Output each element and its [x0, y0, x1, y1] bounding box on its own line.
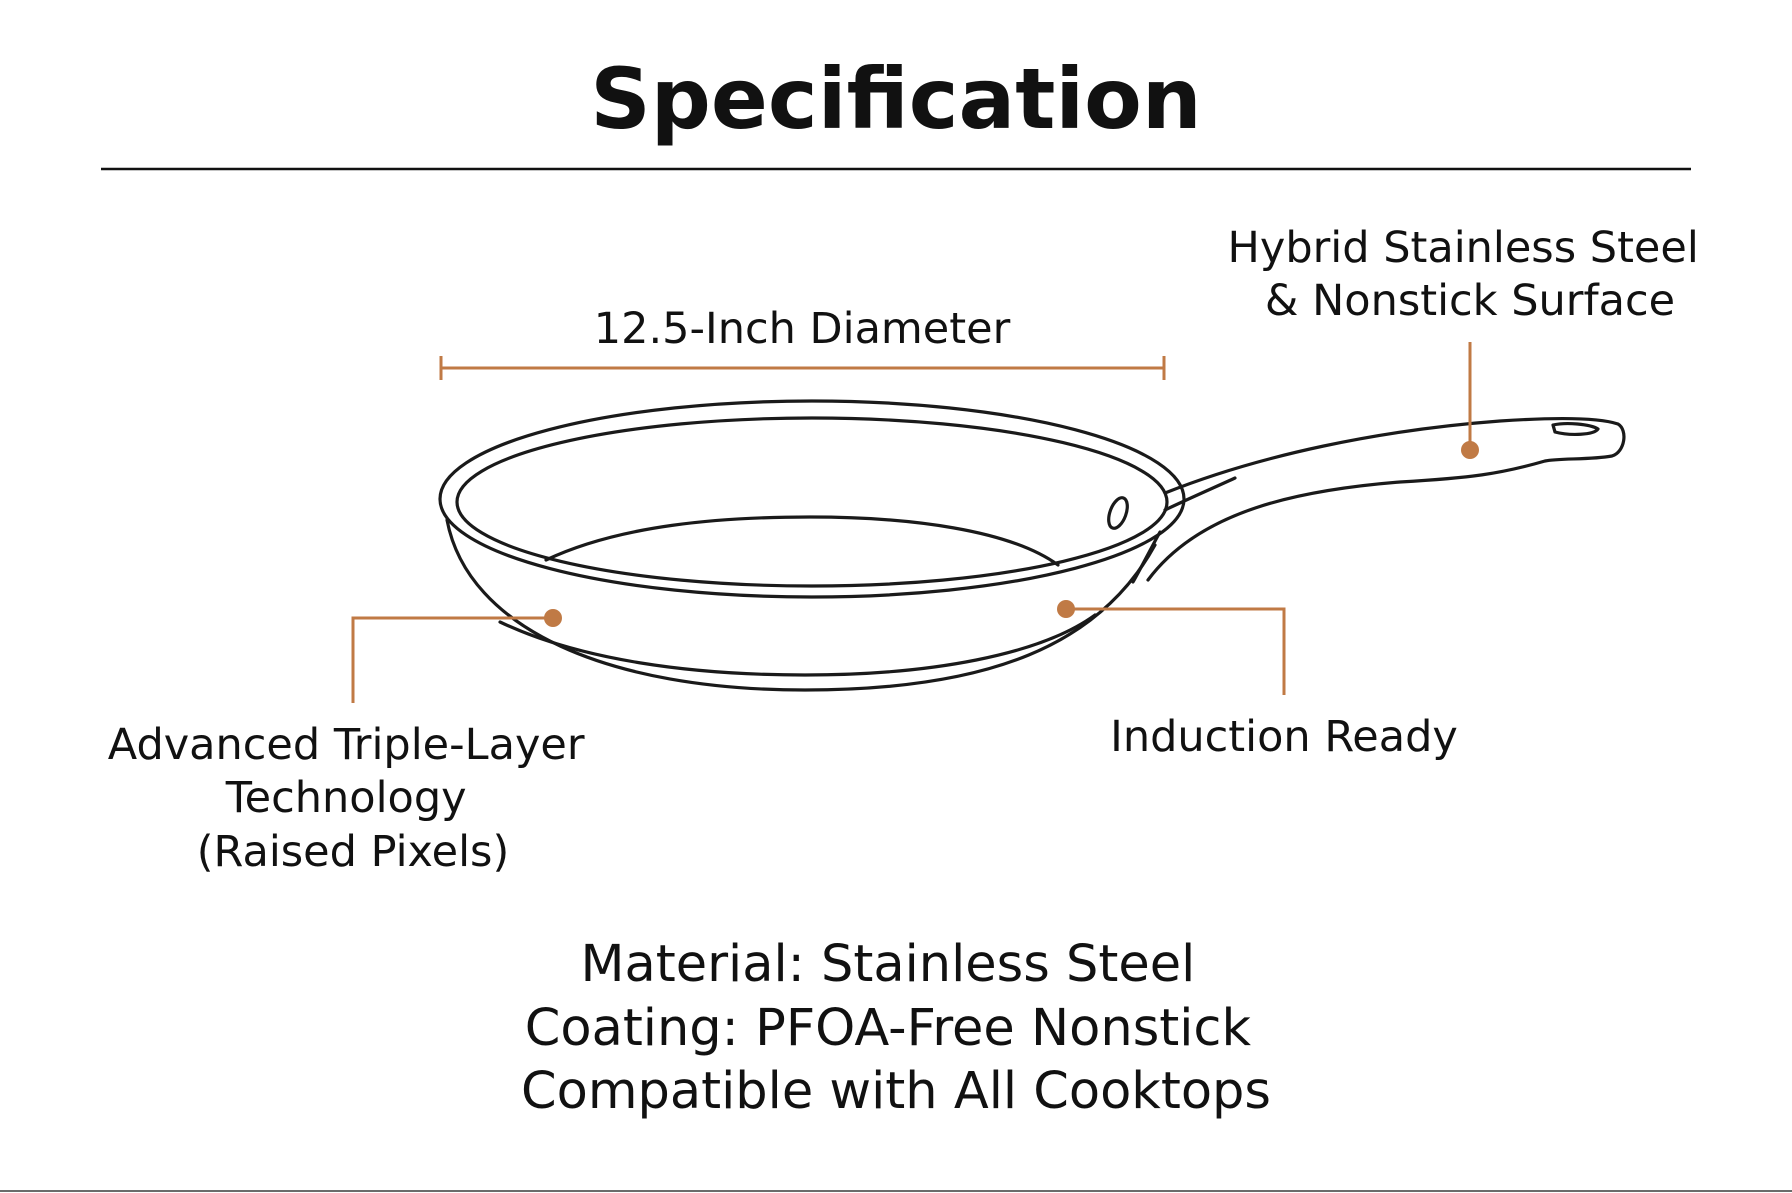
spec-list: Material: Stainless Steel Coating: PFOA-… — [521, 935, 1271, 1121]
layers-marker — [544, 609, 562, 627]
layers-callout — [351, 609, 562, 703]
diameter-label: 12.5-Inch Diameter — [594, 304, 1011, 354]
page-title: Specification — [590, 50, 1201, 148]
layers-label: Advanced Triple-Layer Technology (Raised… — [108, 720, 598, 877]
surface-marker — [1461, 441, 1479, 459]
hang-hole-icon — [1551, 422, 1600, 436]
frying-pan-illustration — [438, 399, 1626, 692]
pan-cooking-surface — [544, 515, 1060, 567]
pan-handle — [1146, 417, 1626, 582]
pan-handle-bracket — [1131, 530, 1162, 584]
pan-body-outline — [445, 518, 1157, 692]
pan-outer-rim — [438, 399, 1186, 599]
induction-label: Induction Ready — [1110, 712, 1458, 762]
diameter-dimension — [439, 356, 1166, 380]
rivet-icon — [1107, 496, 1129, 530]
spec-material: Material: Stainless Steel — [580, 935, 1195, 994]
pan-handle-neck — [1163, 476, 1237, 512]
surface-label-line-2: & Nonstick Surface — [1265, 276, 1675, 326]
induction-callout — [1057, 600, 1286, 695]
layers-label-line-1: Advanced Triple-Layer — [108, 720, 585, 770]
pan-base-rim — [498, 613, 1097, 677]
induction-marker — [1057, 600, 1075, 618]
pan-inner-rim — [455, 416, 1169, 588]
spec-compatibility: Compatible with All Cooktops — [521, 1062, 1271, 1121]
layers-label-line-2: Technology — [225, 773, 467, 823]
surface-label: Hybrid Stainless Steel & Nonstick Surfac… — [1228, 223, 1713, 326]
surface-callout — [1461, 342, 1479, 459]
spec-coating: Coating: PFOA-Free Nonstick — [525, 999, 1252, 1058]
layers-label-line-3: (Raised Pixels) — [197, 827, 509, 877]
surface-label-line-1: Hybrid Stainless Steel — [1228, 223, 1699, 273]
